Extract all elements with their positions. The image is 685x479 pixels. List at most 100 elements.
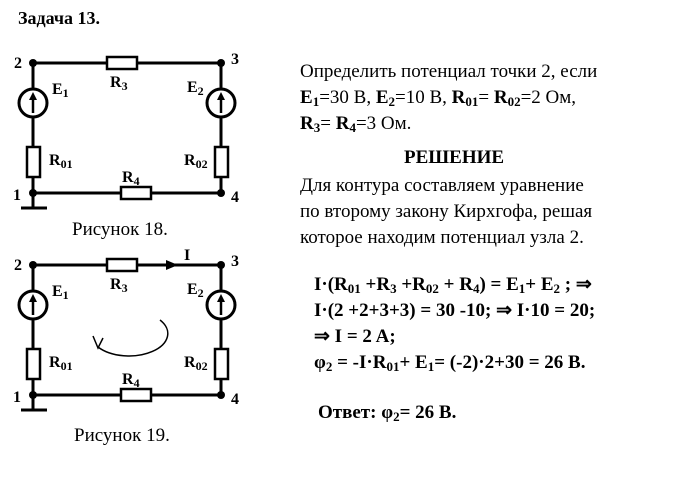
r01-resistor — [25, 145, 42, 179]
r02-label: R02 — [184, 152, 208, 171]
r01-label: R01 — [49, 354, 73, 373]
r3-resistor — [105, 55, 139, 71]
e1-label: E1 — [52, 81, 69, 100]
text-segment: φ — [314, 352, 326, 373]
r3-label: R3 — [110, 74, 128, 93]
subscript: 02 — [507, 94, 521, 109]
node-1-label: 1 — [13, 187, 21, 204]
subscript: 1 — [312, 94, 320, 109]
text-segment: I·(2 +2+3+3) = 30 -10; ⇒ I·10 = 20; — [314, 300, 596, 321]
node-dot — [217, 189, 225, 197]
text-line: E1=30 В, E2=10 В, R01= R02=2 Ом, — [300, 85, 597, 111]
solution-text: Для контура составляем уравнение по второ… — [300, 173, 592, 251]
r3-label: R3 — [110, 276, 128, 295]
node-3-label: 3 — [231, 51, 239, 68]
node-2-label: 2 — [14, 257, 22, 274]
text-segment: =3 Ом. — [355, 113, 412, 134]
node-dot — [29, 59, 37, 67]
subscript: 3 — [313, 120, 321, 135]
node-4-label: 4 — [231, 189, 239, 206]
text-line: по второму закону Кирхгофа, решая — [300, 199, 592, 225]
subscript: 2 — [388, 94, 396, 109]
e2-label: E2 — [187, 79, 204, 98]
solution-heading: РЕШЕНИЕ — [404, 147, 505, 168]
figure-19-caption: Рисунок 19. — [74, 425, 170, 446]
arrow-up-icon — [29, 294, 37, 302]
current-arrow-icon — [166, 260, 178, 270]
text-segment: ; ⇒ — [560, 274, 592, 295]
text-segment: +R — [396, 274, 426, 295]
node-1-label: 1 — [13, 389, 21, 406]
subscript: 4 — [349, 120, 356, 135]
node-3-label: 3 — [231, 253, 239, 270]
r4-label: R4 — [122, 169, 140, 188]
text-segment: + E — [525, 274, 554, 295]
text-segment: +R — [360, 274, 391, 295]
r02-label: R02 — [184, 354, 208, 373]
current-label: I — [184, 247, 190, 264]
text-line: R3= R4=3 Ом. — [300, 111, 597, 137]
text-segment: =2 Ом, — [520, 87, 577, 108]
text-segment: = -I·R — [332, 352, 387, 373]
text-segment: Для контура составляем уравнение — [300, 175, 584, 196]
subscript: 3 — [390, 281, 397, 296]
arrow-up-icon — [217, 92, 225, 100]
text-line: I·(2 +2+3+3) = 30 -10; ⇒ I·10 = 20; — [314, 298, 595, 324]
equations: I·(R01 +R3 +R02 + R4) = E1+ E2 ; ⇒I·(2 +… — [314, 272, 595, 376]
text-line: φ2 = -I·R01+ E1= (-2)·2+30 = 26 В. — [314, 350, 595, 376]
text-line: I·(R01 +R3 +R02 + R4) = E1+ E2 ; ⇒ — [314, 272, 595, 298]
subscript: 02 — [425, 281, 439, 296]
figure-18-caption: Рисунок 18. — [72, 219, 168, 240]
arrow-up-icon — [29, 92, 37, 100]
text-segment: Определить потенциал точки 2, если — [300, 61, 598, 82]
subscript: 1 — [518, 281, 526, 296]
subscript: 01 — [465, 94, 479, 109]
text-line: Для контура составляем уравнение — [300, 173, 592, 199]
text-segment: = (-2)·2+30 = 26 В. — [434, 352, 586, 373]
text-segment: + R — [438, 274, 473, 295]
text-segment: = — [478, 87, 494, 108]
answer: Ответ: φ2= 26 В. — [318, 400, 456, 426]
node-2-label: 2 — [14, 55, 22, 72]
node-dot — [217, 261, 225, 269]
text-segment: R — [451, 87, 466, 108]
r4-label: R4 — [122, 371, 140, 390]
r01-resistor — [25, 347, 42, 381]
arrow-up-icon — [217, 294, 225, 302]
text-segment: = — [320, 113, 336, 134]
text-segment: E — [300, 87, 313, 108]
r02-resistor — [213, 145, 230, 179]
text-line: Ответ: φ2= 26 В. — [318, 400, 456, 426]
loop-arrowhead-icon — [92, 335, 104, 350]
e1-label: E1 — [52, 283, 69, 302]
node-dot — [217, 391, 225, 399]
text-line: Определить потенциал точки 2, если — [300, 59, 597, 85]
subscript: 1 — [427, 359, 435, 374]
text-segment: R — [493, 87, 508, 108]
node-dot — [29, 261, 37, 269]
text-segment: I·(R — [314, 274, 348, 295]
r02-resistor — [213, 347, 230, 381]
r3-resistor — [105, 257, 139, 273]
r4-resistor — [119, 185, 153, 201]
loop-direction-arrow — [97, 319, 169, 357]
text-segment: + E — [399, 352, 428, 373]
subscript: 2 — [393, 409, 400, 424]
node-4-label: 4 — [231, 391, 239, 408]
text-line: которое находим потенциал узла 2. — [300, 225, 592, 251]
text-segment: ⇒ I = 2 A; — [314, 326, 396, 347]
text-segment: = 26 В. — [399, 402, 457, 423]
subscript: 01 — [386, 359, 400, 374]
text-segment: по второму закону Кирхгофа, решая — [300, 201, 593, 222]
e2-label: E2 — [187, 281, 204, 300]
subscript: 2 — [553, 281, 561, 296]
text-segment: ) = E — [479, 274, 519, 295]
text-segment: Ответ: φ — [318, 402, 394, 423]
text-segment: =30 В, — [319, 87, 376, 108]
subscript: 01 — [347, 281, 361, 296]
text-segment: =10 В, — [395, 87, 452, 108]
